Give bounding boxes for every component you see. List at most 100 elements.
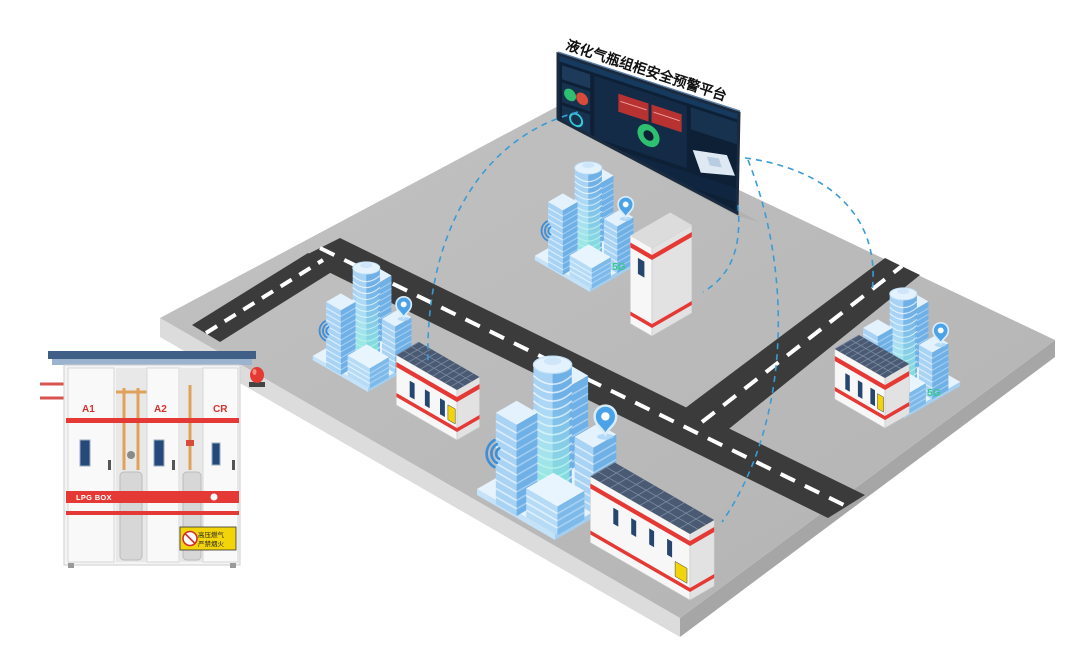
cabinet-window (857, 380, 863, 399)
window-stripe (931, 348, 949, 359)
network-badge-5g: 5G (612, 262, 626, 273)
window-stripe (616, 222, 634, 233)
round-tower-cap (543, 357, 562, 366)
screen-gauge (569, 112, 584, 128)
solar-panel-line (438, 366, 462, 380)
window-stripe (599, 187, 614, 197)
window-stripe (381, 330, 396, 339)
bay-a2-window (153, 439, 165, 467)
solar-panel-line (849, 343, 875, 359)
screen-alert-row (620, 100, 647, 111)
window-stripe (516, 445, 538, 460)
beacon-glare (252, 369, 257, 375)
door-handle (172, 460, 175, 470)
window-stripe (918, 350, 933, 359)
road-main-centerline (319, 246, 847, 508)
wifi-arc (325, 326, 330, 336)
window-stripe (547, 231, 564, 241)
solar-panel-line (610, 473, 635, 489)
cabinet-red-band (396, 393, 457, 432)
low-building-right-face (557, 490, 585, 536)
pressure-gauge (127, 451, 135, 459)
window-stripe (394, 322, 412, 333)
screen-frame-highlight (557, 51, 741, 112)
window-stripe (591, 266, 612, 279)
window-stripe (381, 348, 396, 357)
data-link-arcs (427, 111, 874, 523)
solar-panel-line (396, 341, 420, 356)
wifi-arc (494, 447, 501, 461)
window-stripe (325, 354, 342, 365)
window-stripe (931, 354, 949, 365)
cabinet-warning-sign (447, 404, 456, 425)
slab-left-side (160, 318, 680, 637)
wifi-arc (490, 442, 499, 465)
tower-left-top-face (326, 293, 356, 311)
brand-logo-icon (210, 493, 218, 501)
screen-pie-green (564, 88, 577, 102)
window-stripe (918, 374, 933, 383)
screen-frame (556, 51, 741, 216)
wifi-signal-icon (540, 220, 552, 242)
tower-left-top-face (495, 400, 538, 425)
window-stripe (547, 249, 564, 259)
tower-left (495, 400, 538, 516)
tower-left-top-face (863, 319, 893, 337)
solar-panel-line (879, 360, 905, 376)
solar-panel-line (859, 349, 885, 364)
window-stripe (574, 181, 603, 189)
screen-panel-left-top (562, 65, 591, 89)
window-stripe (516, 420, 538, 434)
window-stripe (381, 336, 396, 345)
window-stripe (599, 193, 614, 203)
window-stripe (914, 331, 929, 341)
lpg-cabinet (396, 341, 480, 441)
link-arc-north-cabinet (702, 204, 740, 293)
window-stripe (525, 509, 558, 529)
cabinet-red-band (590, 483, 690, 546)
window-stripe (918, 362, 933, 371)
window-stripe (516, 462, 538, 476)
low-building-top-face (526, 472, 585, 507)
screen-status-core (643, 130, 654, 141)
warning-sign: 高压燃气 严禁烟火 (179, 526, 237, 551)
low-building-top-face (569, 244, 611, 269)
window-stripe (562, 225, 578, 235)
wifi-arc (318, 320, 327, 342)
window-stripe (599, 205, 614, 215)
window-stripe (593, 458, 617, 474)
window-stripe (914, 319, 929, 329)
tower-left-top-face (548, 193, 578, 211)
window-stripe (495, 470, 517, 485)
window-stripe (877, 339, 893, 349)
window-stripe (889, 307, 918, 315)
window-stripe (591, 271, 612, 284)
window-stripe (532, 375, 573, 386)
solar-panel-line (450, 373, 474, 387)
window-stripe (931, 384, 949, 395)
window-stripe (603, 248, 618, 257)
window-stripe (862, 333, 879, 343)
window-stripe (562, 231, 578, 241)
solar-panel-line (590, 462, 615, 477)
bay-label-cr: CR (213, 404, 228, 415)
pin-center (400, 301, 407, 308)
window-stripe (569, 426, 589, 439)
window-stripe (516, 479, 538, 493)
window-stripe (377, 305, 392, 315)
valve (186, 440, 194, 446)
window-stripe (340, 307, 356, 317)
beacon-base (249, 382, 265, 387)
wifi-arc (322, 323, 328, 339)
window-stripe (599, 181, 614, 191)
window-stripe (340, 343, 356, 353)
cabinet-red-band (690, 574, 715, 592)
window-stripe (340, 349, 356, 359)
window-stripe (906, 392, 927, 405)
cabinet-red-band (885, 402, 910, 420)
cabinet-red-band (690, 527, 715, 546)
window-stripe (569, 384, 589, 397)
cabinet-red-band (590, 530, 690, 592)
cabinet-red-band (652, 301, 692, 328)
